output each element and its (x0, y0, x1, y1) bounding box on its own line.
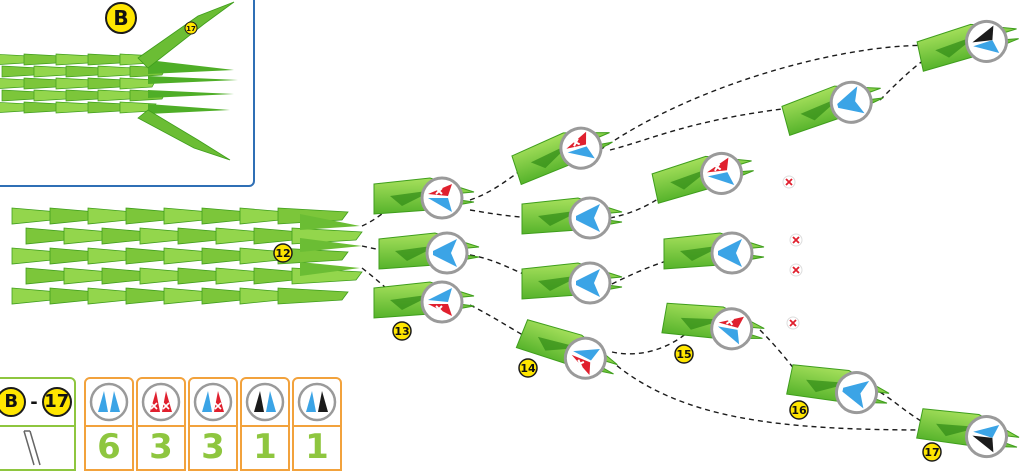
piece-node (378, 231, 480, 275)
blue-piece-icon (89, 382, 129, 422)
blue-black-piece-icon (297, 382, 337, 422)
end-x-icon (786, 316, 800, 330)
svg-text:15: 15 (676, 348, 691, 361)
bluered-disc-icon (420, 280, 464, 324)
inset-marker-label: 17 (184, 21, 198, 35)
redblue-disc-icon (559, 126, 603, 170)
svg-text:14: 14 (520, 362, 536, 375)
paper-strip-icon (23, 430, 41, 466)
inset-illustration: 17 (0, 1, 238, 161)
svg-text:13: 13 (394, 325, 409, 338)
body-marker-label: 12 (273, 243, 293, 263)
blue-disc-icon (710, 231, 754, 275)
legend-piece-cell (188, 377, 238, 427)
dashed-link (611, 254, 691, 285)
piece-node (373, 280, 475, 324)
red-blue-piece-icon (193, 382, 233, 422)
legend-range-to: 17 (41, 387, 72, 417)
dashed-link (611, 329, 691, 355)
bluered-disc-icon (563, 336, 607, 380)
legend-count: 1 (292, 427, 342, 471)
legend-paper-cell (0, 427, 76, 471)
step-label: 16 (789, 400, 809, 420)
legend-range-dash: - (30, 391, 38, 413)
end-x-icon (789, 233, 803, 247)
black-white-piece-icon (245, 382, 285, 422)
blue-disc-icon (568, 196, 612, 240)
blue-disc-icon (835, 371, 879, 415)
piece-node (779, 74, 887, 136)
legend-piece-cell (84, 377, 134, 427)
redblue-disc-icon (420, 176, 464, 220)
piece-node (661, 296, 768, 351)
redblue-disc-icon (710, 307, 754, 351)
svg-text:17: 17 (186, 25, 196, 33)
legend-count: 1 (240, 427, 290, 471)
step-label: 17 (922, 442, 942, 462)
blue-disc-icon (568, 261, 612, 305)
end-x-icon (789, 263, 803, 277)
svg-text:16: 16 (791, 404, 807, 417)
piece-nodes (373, 14, 1023, 460)
legend-piece-cell (240, 377, 290, 427)
dashed-link (361, 267, 399, 299)
piece-node (663, 231, 765, 275)
red-piece-icon (141, 382, 181, 422)
piece-node (521, 261, 623, 305)
legend-range-from: B (0, 387, 27, 417)
legend-piece-cell (292, 377, 342, 427)
redblue-disc-icon (700, 151, 744, 195)
step-label: 15 (674, 344, 694, 364)
piece-node (915, 14, 1022, 72)
blue-disc-icon (829, 80, 873, 124)
legend-count: 3 (188, 427, 238, 471)
legend-count: 3 (136, 427, 186, 471)
dashed-link (469, 209, 546, 219)
piece-node (916, 402, 1023, 460)
legend-count: 6 (84, 427, 134, 471)
inset-label: B (105, 2, 137, 34)
legend-piece-cell (136, 377, 186, 427)
piece-node (515, 313, 624, 386)
piece-node (509, 118, 617, 185)
svg-text:12: 12 (275, 247, 290, 260)
end-x-icon (782, 175, 796, 189)
step-labels: 12 13 14 15 16 17 (273, 243, 942, 462)
tail-body (11, 207, 363, 305)
dashed-link (609, 107, 791, 151)
step-label: 14 (518, 358, 538, 378)
piece-node (373, 176, 475, 220)
blue-disc-icon (425, 231, 469, 275)
end-markers (782, 175, 803, 330)
dashed-link (609, 359, 931, 431)
legend-range: B - 17 (0, 377, 76, 427)
svg-text:17: 17 (924, 446, 939, 459)
piece-node (650, 146, 757, 204)
black-disc-icon (965, 19, 1009, 63)
dashed-link (599, 44, 941, 151)
piece-node (786, 358, 893, 416)
inset-panel: 17 B (0, 0, 255, 187)
blackup-disc-icon (965, 415, 1009, 459)
piece-node (521, 196, 623, 240)
step-label: 13 (392, 321, 412, 341)
